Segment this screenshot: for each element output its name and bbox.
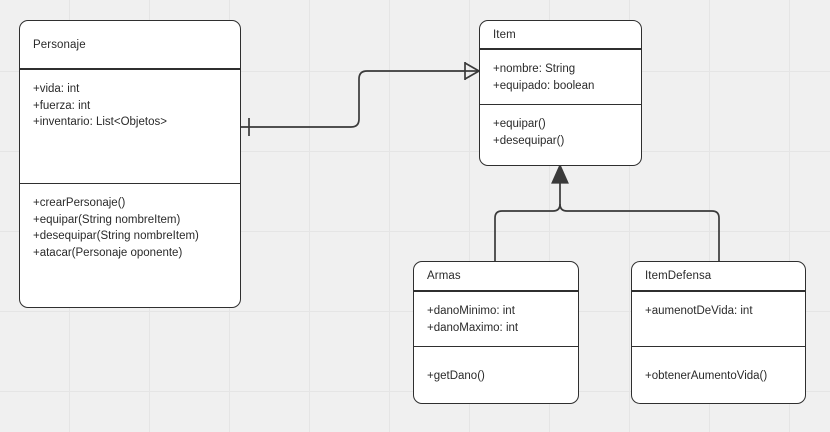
association-personaje-item bbox=[240, 62, 480, 136]
attribute-row: +fuerza: int bbox=[33, 99, 91, 112]
class-title-itemdefensa: ItemDefensa bbox=[632, 262, 805, 291]
multiplicity-many-marker bbox=[464, 62, 480, 80]
attribute-row: +aumenotDeVida: int bbox=[645, 305, 753, 317]
class-attributes-personaje: +vida: int +fuerza: int +inventario: Lis… bbox=[20, 69, 240, 183]
class-box-armas[interactable]: Armas +danoMinimo: int +danoMaximo: int … bbox=[413, 261, 579, 404]
class-methods-itemdefensa: +obtenerAumentoVida() bbox=[632, 346, 805, 403]
attribute-row: +danoMinimo: int bbox=[427, 305, 515, 317]
class-title-personaje: Personaje bbox=[20, 21, 240, 69]
method-row: +desequipar(String nombreItem) bbox=[33, 230, 199, 242]
class-methods-personaje: +crearPersonaje() +equipar(String nombre… bbox=[20, 183, 240, 307]
attribute-row: +danoMaximo: int bbox=[427, 321, 519, 334]
attribute-row: +inventario: List<Objetos> bbox=[33, 116, 167, 128]
method-row: +crearPersonaje() bbox=[33, 197, 126, 209]
class-methods-armas: +getDano() bbox=[414, 346, 578, 403]
generalization-to-item bbox=[494, 163, 720, 261]
attribute-row: +vida: int bbox=[33, 83, 80, 95]
method-row: +getDano() bbox=[427, 370, 485, 382]
class-box-item[interactable]: Item +nombre: String +equipado: boolean … bbox=[479, 20, 642, 166]
class-attributes-itemdefensa: +aumenotDeVida: int bbox=[632, 291, 805, 346]
class-attributes-armas: +danoMinimo: int +danoMaximo: int bbox=[414, 291, 578, 346]
method-row: +obtenerAumentoVida() bbox=[645, 370, 768, 382]
class-methods-item: +equipar() +desequipar() bbox=[480, 104, 641, 165]
method-row: +atacar(Personaje oponente) bbox=[33, 246, 183, 259]
class-title-armas: Armas bbox=[414, 262, 578, 291]
attribute-row: +equipado: boolean bbox=[493, 79, 595, 92]
method-row: +desequipar() bbox=[493, 134, 565, 147]
class-attributes-item: +nombre: String +equipado: boolean bbox=[480, 49, 641, 104]
class-box-itemdefensa[interactable]: ItemDefensa +aumenotDeVida: int +obtener… bbox=[631, 261, 806, 404]
method-row: +equipar(String nombreItem) bbox=[33, 213, 181, 226]
method-row: +equipar() bbox=[493, 118, 546, 130]
inheritance-arrowhead bbox=[551, 163, 569, 184]
class-title-item: Item bbox=[480, 21, 641, 49]
attribute-row: +nombre: String bbox=[493, 63, 576, 75]
class-box-personaje[interactable]: Personaje +vida: int +fuerza: int +inven… bbox=[19, 20, 241, 308]
